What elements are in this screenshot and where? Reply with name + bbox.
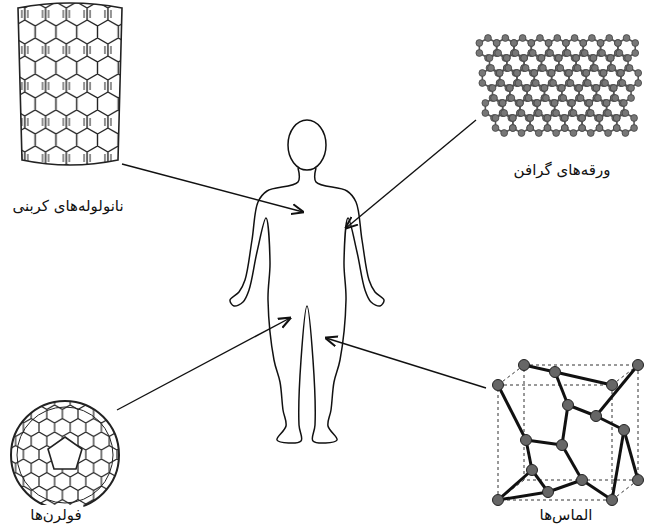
human-body — [230, 168, 384, 443]
head — [288, 120, 326, 170]
nanotube — [10, 0, 130, 170]
graphene-sheet — [476, 35, 642, 137]
fullerene — [8, 398, 123, 513]
arrows — [117, 120, 486, 410]
allotrope-label: نانولوله‌های کربنی — [10, 196, 125, 216]
allotrope-label: ورقه‌های گرافن — [512, 160, 613, 180]
diamond-lattice — [493, 360, 644, 506]
allotrope-label: الماس‌ها — [538, 505, 595, 525]
allotrope-label: فولرن‌ها — [28, 505, 83, 525]
